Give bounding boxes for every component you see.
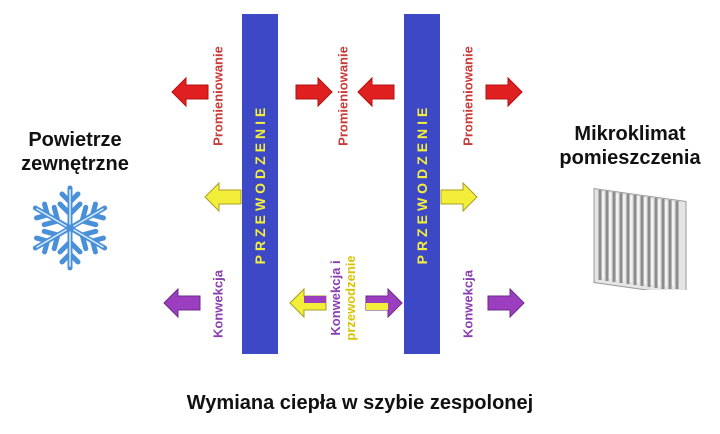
conduction-arrow-inner: [440, 181, 478, 213]
room-microclimate-title-line2: pomieszczenia: [559, 147, 701, 169]
glass-pane-outer: PRZEWODZENIE: [242, 14, 278, 354]
convection-conduction-line1: Konwekcja i: [328, 260, 343, 336]
pane-label-outer: PRZEWODZENIE: [252, 103, 268, 265]
radiation-arrow-inner-right: [485, 76, 523, 108]
pane-label-inner: PRZEWODZENIE: [414, 103, 430, 265]
radiation-label-left: Promieniowanie: [210, 46, 226, 146]
convection-conduction-line2: przewodzenie: [343, 255, 358, 341]
convection-conduction-arrow-left: [289, 287, 327, 319]
convection-conduction-arrow-right: [365, 287, 403, 319]
snowflake-icon: [22, 185, 118, 276]
radiation-label-right: Promieniowanie: [460, 46, 476, 146]
convection-arrow-outer-left: [163, 287, 201, 319]
conduction-arrow-outer: [204, 181, 242, 213]
radiation-arrow-outer-left: [171, 76, 209, 108]
radiation-arrow-gap-left: [357, 76, 395, 108]
radiator-icon: [593, 187, 687, 290]
outside-air-title-line1: Powietrze: [28, 129, 122, 151]
diagram-caption: Wymiana ciepła w szybie zespolonej: [186, 392, 534, 414]
convection-label-right: Konwekcja: [460, 270, 476, 338]
glass-pane-inner: PRZEWODZENIE: [404, 14, 440, 354]
convection-conduction-label: Konwekcja i przewodzenie: [328, 255, 358, 340]
outside-air-title-line2: zewnętrzne: [21, 153, 129, 175]
convection-label-left: Konwekcja: [210, 270, 226, 338]
radiation-arrow-gap-right: [295, 76, 333, 108]
convection-arrow-inner-right: [487, 287, 525, 319]
room-microclimate-title-line1: Mikroklimat: [574, 123, 686, 145]
radiation-label-middle: Promieniowanie: [335, 46, 351, 146]
room-microclimate-title: Mikroklimat pomieszczenia: [540, 122, 720, 170]
outside-air-title: Powietrze zewnętrzne: [0, 128, 150, 176]
